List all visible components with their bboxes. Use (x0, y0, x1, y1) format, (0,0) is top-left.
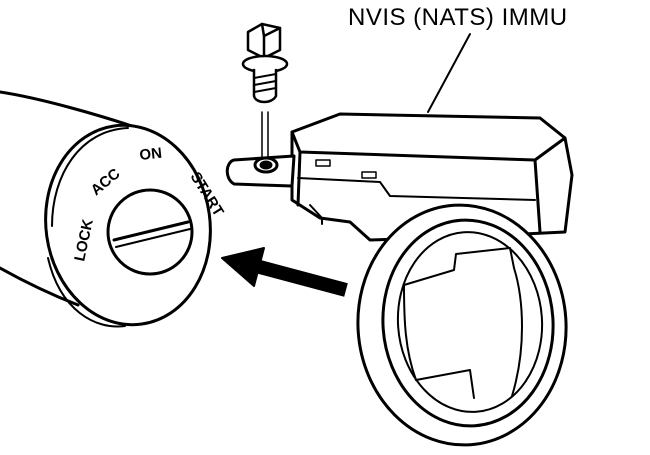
mounting-ear (225, 154, 296, 188)
assembly-arrow (221, 247, 348, 297)
key-cylinder (44, 123, 212, 328)
position-on-label: ON (139, 145, 163, 164)
leader-line (427, 33, 471, 113)
immobilizer-module (225, 112, 574, 242)
mounting-bolt (241, 22, 289, 161)
antenna-coil-ring (356, 203, 568, 447)
keyhole (106, 188, 194, 276)
callout-label: NVIS (NATS) IMMU (348, 4, 568, 31)
